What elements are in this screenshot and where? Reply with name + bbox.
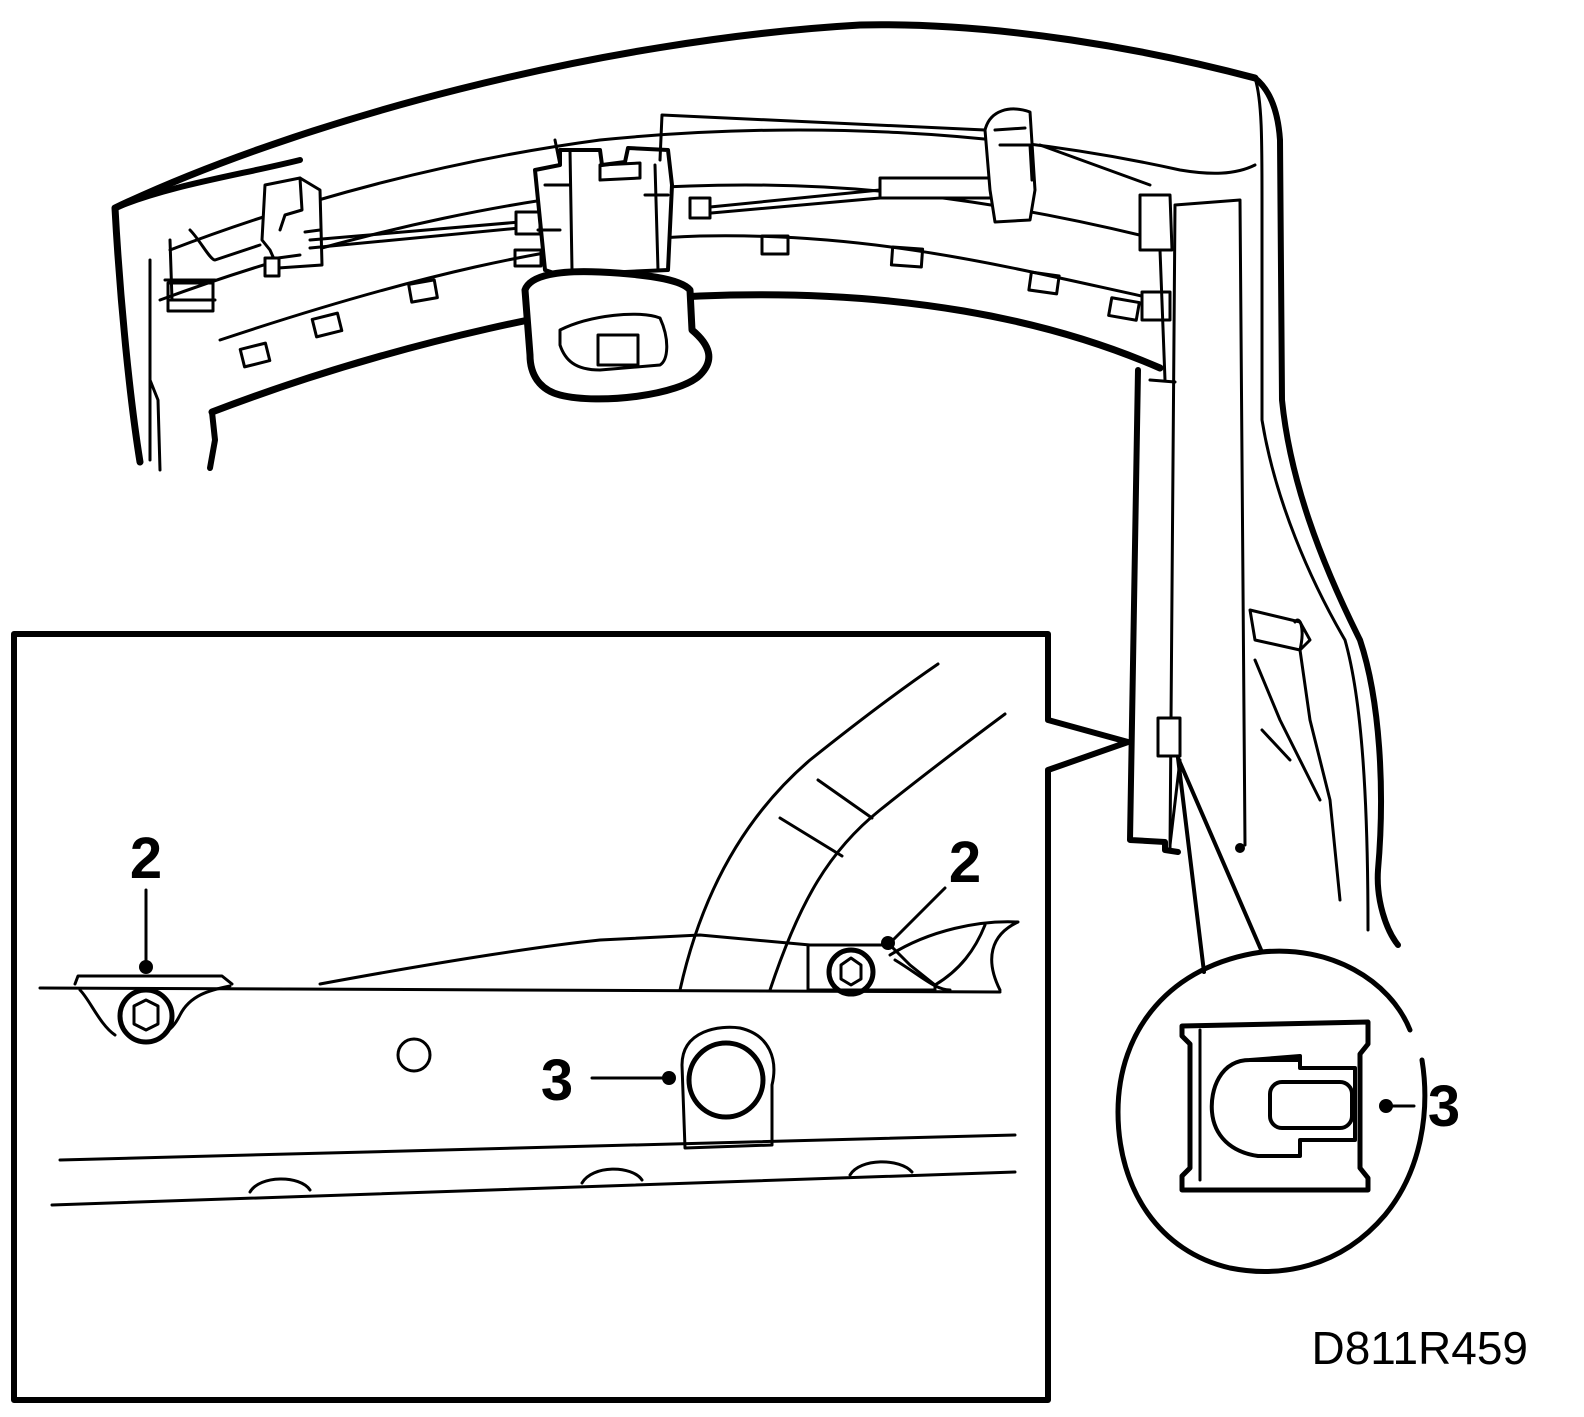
- callout-label: 2: [949, 830, 981, 895]
- callout-magnifier-3: 3: [1379, 1074, 1460, 1139]
- callout-label: 3: [1428, 1074, 1460, 1139]
- magnified-clip-view: [1115, 756, 1428, 1274]
- callout-label: 2: [130, 826, 162, 891]
- callout-center-3: 3: [541, 1048, 676, 1113]
- callout-dot: [1379, 1099, 1393, 1113]
- callout-dot: [662, 1071, 676, 1085]
- headliner-frame-assembly: [111, 21, 1401, 948]
- callout-left-2: 2: [130, 826, 162, 974]
- callout-dot: [139, 960, 153, 974]
- callout-right-2: 2: [881, 830, 981, 950]
- figure-code: D811R459: [1311, 1322, 1528, 1374]
- callout-dot: [881, 936, 895, 950]
- inset-detail-view: [11, 631, 1131, 1403]
- callout-label: 3: [541, 1048, 573, 1113]
